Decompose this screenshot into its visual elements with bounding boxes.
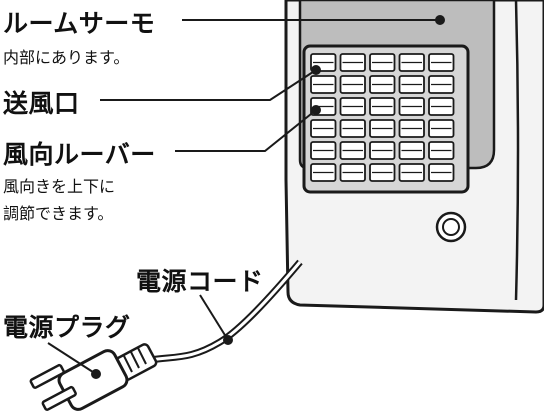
leader-outlet	[100, 69, 317, 101]
label-cord: 電源コード	[136, 267, 264, 296]
leader-plug-dot	[91, 369, 101, 379]
power-button	[435, 211, 467, 243]
note-louver-line2: 調節できます。	[3, 204, 114, 223]
power-plug	[29, 343, 158, 411]
label-louver: 風向ルーバー	[3, 140, 156, 169]
strain-relief-ribs	[123, 347, 147, 373]
body-side-edge	[514, 0, 520, 301]
plug-prong-upper	[29, 363, 65, 389]
heater-unit	[284, 0, 544, 314]
leader-louver-dot	[311, 105, 321, 115]
note-room-thermo: 内部にあります。	[3, 48, 130, 67]
leader-plug	[47, 342, 97, 375]
grille-slats	[310, 53, 455, 182]
leader-cord	[199, 294, 229, 341]
label-plug: 電源プラグ	[3, 313, 131, 342]
label-room-thermo: ルームサーモ	[3, 9, 156, 38]
leader-outlet-dot	[311, 65, 321, 75]
note-louver-line1: 風向きを上下に	[3, 177, 116, 196]
power-cord-core	[149, 261, 302, 362]
leader-louver	[175, 109, 317, 152]
leader-cord-dot	[223, 335, 233, 345]
leader-room-thermo-dot	[435, 15, 445, 25]
label-outlet: 送風口	[3, 89, 80, 118]
power-button-inner	[442, 218, 460, 236]
plug-prong-lower	[41, 385, 77, 411]
